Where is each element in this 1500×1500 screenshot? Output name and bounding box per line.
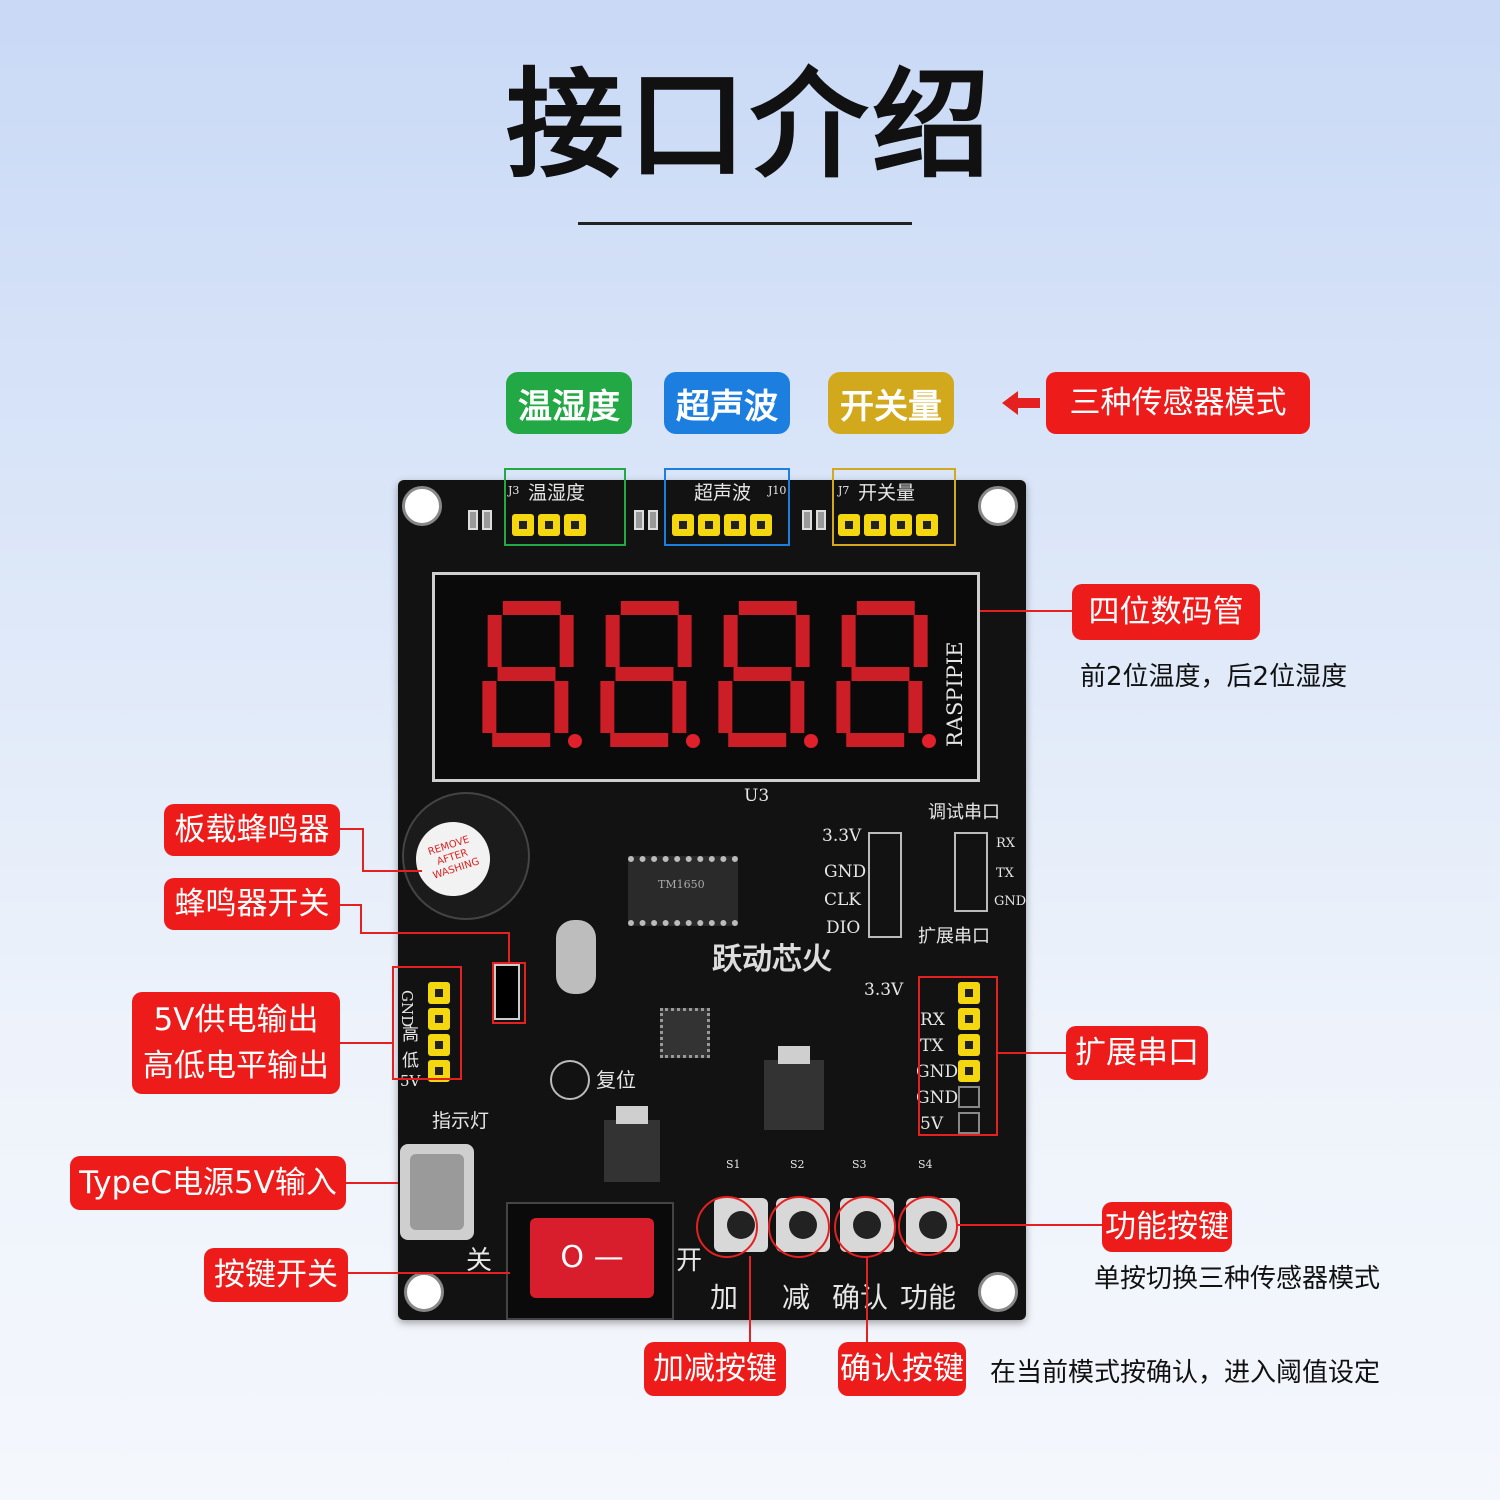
power-out-callout: 5V供电输出 高低电平输出 <box>132 992 340 1094</box>
buzzer-switch[interactable] <box>494 964 520 1020</box>
j3-name: 温湿度 <box>528 482 586 504</box>
confirm-key-ring <box>834 1196 896 1258</box>
confirm-key-callout: 确认按键 <box>838 1342 966 1396</box>
subtract-key-ring <box>768 1196 830 1258</box>
confirm-key-label: 确认 <box>832 1281 889 1314</box>
arrow-left-icon <box>1002 391 1040 415</box>
display-callout: 四位数码管 <box>1072 584 1260 640</box>
switch-on-label: 开 <box>676 1246 703 1276</box>
display-digit <box>718 601 818 748</box>
chip-switch: 开关量 <box>828 372 954 434</box>
function-key-callout: 功能按键 <box>1102 1202 1232 1252</box>
power-rocker-switch[interactable]: O — <box>506 1202 674 1320</box>
expand-serial-silk: 扩展串口 <box>918 926 990 947</box>
typec-port[interactable] <box>400 1144 474 1240</box>
display-ref: U3 <box>744 786 770 806</box>
header-j5[interactable] <box>428 982 458 1092</box>
add-key-ring <box>696 1196 758 1258</box>
typec-callout: TypeC电源5V输入 <box>70 1156 346 1210</box>
three-modes-label: 三种传感器模式 <box>1046 372 1310 434</box>
mcu-u1 <box>660 1008 710 1058</box>
reset-button[interactable] <box>550 1060 590 1100</box>
header-j1[interactable] <box>958 982 990 1138</box>
function-key-note: 单按切换三种传感器模式 <box>1094 1264 1381 1294</box>
rocker-face: O — <box>530 1218 654 1298</box>
display-brand: RASPIPIE <box>943 641 967 747</box>
seven-segment-display: RASPIPIE <box>432 572 980 782</box>
j7-name: 开关量 <box>858 482 916 504</box>
chip-ultrasonic: 超声波 <box>664 372 790 434</box>
mount-hole <box>978 1272 1018 1312</box>
buzzer: REMOVE AFTER WASHING <box>402 792 530 920</box>
buzzer-switch-callout: 蜂鸣器开关 <box>164 878 340 930</box>
crystal-y1 <box>556 920 596 994</box>
switch-off-label: 关 <box>466 1246 493 1276</box>
buzzer-sticker: REMOVE AFTER WASHING <box>406 812 500 906</box>
board-brand: 跃动芯火 <box>712 942 832 977</box>
regulator-u4 <box>764 1046 824 1130</box>
header-j3-frame <box>504 468 626 546</box>
add-key-label: 加 <box>710 1281 739 1314</box>
debug-serial-label: 调试串口 <box>928 802 1000 823</box>
display-digit <box>600 601 700 748</box>
j7-ref: J7 <box>838 484 850 497</box>
header-j10-frame <box>664 468 790 546</box>
subtract-key-label: 减 <box>782 1281 811 1314</box>
j3-ref: J3 <box>508 484 520 497</box>
display-digit <box>482 601 582 748</box>
header-j9[interactable] <box>868 832 902 938</box>
function-key-ring <box>898 1196 958 1256</box>
chip-temp-humidity: 温湿度 <box>506 372 632 434</box>
header-j10-pins[interactable] <box>672 514 772 536</box>
expansion-serial-callout: 扩展串口 <box>1066 1026 1208 1080</box>
mount-hole <box>402 486 442 526</box>
page-title: 接口介绍 <box>505 56 994 194</box>
reset-label: 复位 <box>596 1068 636 1092</box>
header-j7-pins[interactable] <box>838 514 938 536</box>
confirm-key-note: 在当前模式按确认，进入阈值设定 <box>990 1358 1381 1388</box>
driver-chip-u2: TM1650 <box>628 856 738 926</box>
title-underline <box>578 222 912 225</box>
function-key-label: 功能 <box>900 1281 957 1314</box>
header-debug[interactable] <box>954 832 988 912</box>
indicator-label: 指示灯 <box>432 1110 490 1132</box>
power-switch-callout: 按键开关 <box>204 1248 348 1302</box>
display-note: 前2位温度，后2位湿度 <box>1080 662 1348 692</box>
j10-name: 超声波 <box>694 482 752 504</box>
header-j7-frame <box>832 468 956 546</box>
mount-hole <box>978 486 1018 526</box>
mount-hole <box>404 1272 444 1312</box>
header-j3-pins[interactable] <box>512 514 586 536</box>
display-digit <box>836 601 936 748</box>
j10-ref: J10 <box>768 484 787 497</box>
add-sub-keys-callout: 加减按键 <box>644 1342 786 1396</box>
buzzer-callout: 板载蜂鸣器 <box>164 804 340 856</box>
regulator-u5 <box>604 1106 660 1182</box>
